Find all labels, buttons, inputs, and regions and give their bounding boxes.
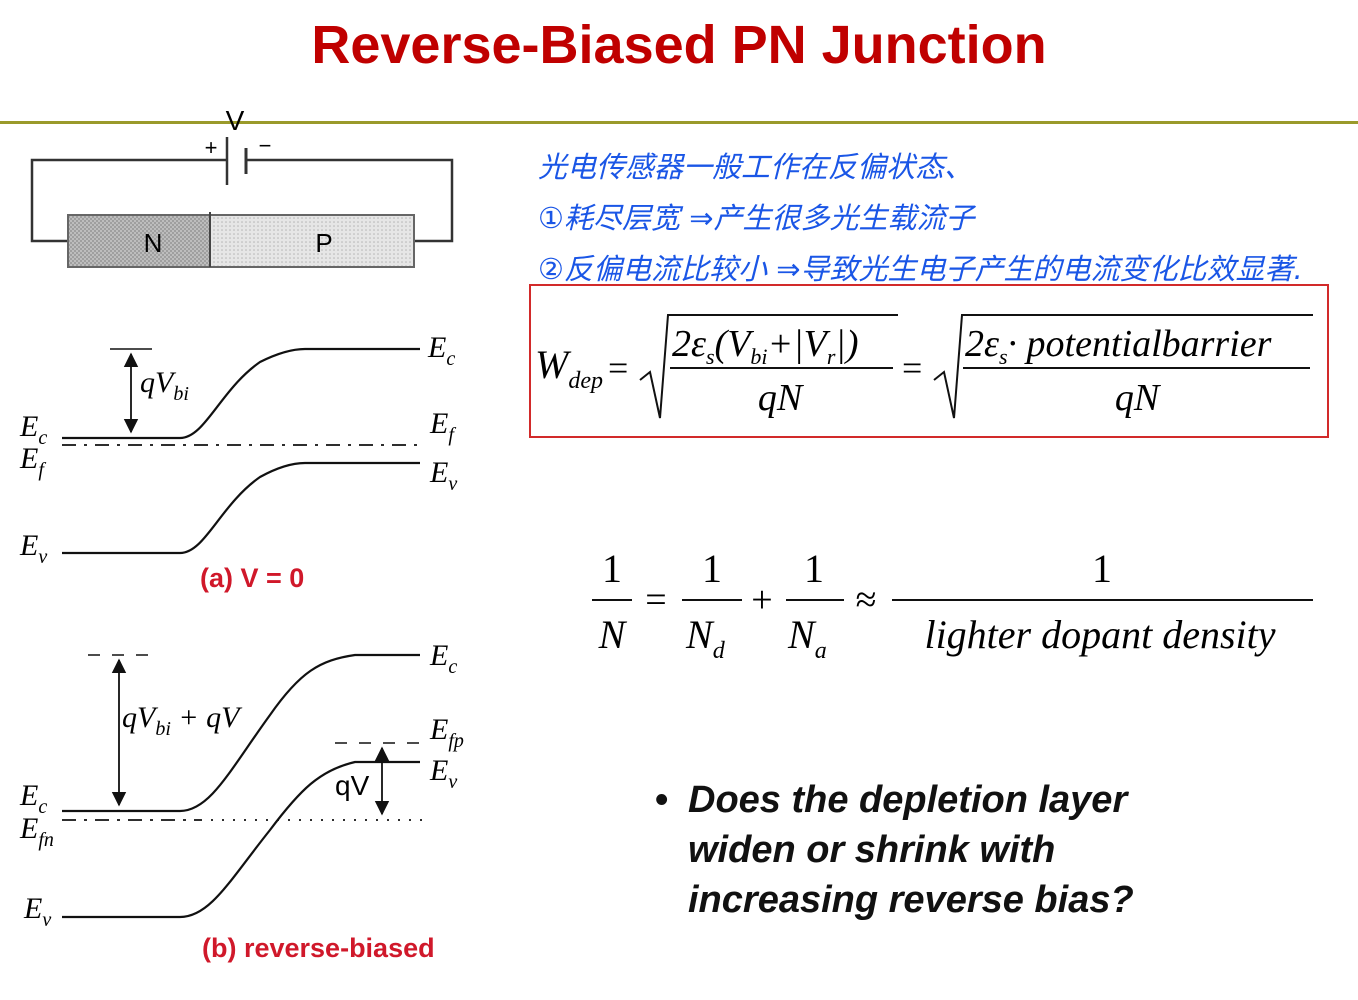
ec-left-label-b: Ec xyxy=(19,779,47,818)
valence-band-a xyxy=(62,461,420,555)
numerator-2: 2εs· potentialbarrier xyxy=(965,323,1272,369)
dopant-formula: 1 N = 1 Nd + 1 Na ≈ 1 lighter dopant den… xyxy=(592,546,1313,664)
n-label: N xyxy=(144,228,163,258)
depletion-width-formula: Wdep = 2εs(Vbi+|Vr|) qN = 2εs· potential… xyxy=(535,314,1313,419)
caption-b: (b) reverse-biased xyxy=(202,933,435,963)
note-line-3: ②反偏电流比较小 ⇒导致光生电子产生的电流变化比效显著. xyxy=(538,252,1303,286)
circuit xyxy=(30,137,454,243)
f2-one-a: 1 xyxy=(602,546,622,591)
f2-one-c: 1 xyxy=(804,546,824,591)
band-diagram-b xyxy=(62,653,430,919)
f2-denominator: lighter dopant density xyxy=(924,612,1275,657)
question-line-2: widen or shrink with xyxy=(688,829,1056,871)
f2-one-b: 1 xyxy=(702,546,722,591)
battery-minus: − xyxy=(259,133,272,158)
voltage-label: V xyxy=(226,105,245,136)
ev-right-label-a: Ev xyxy=(429,456,457,495)
denominator-1: qN xyxy=(758,377,805,419)
title-divider xyxy=(0,121,1358,124)
f2-Na: Na xyxy=(787,612,827,664)
formula-highlight-box xyxy=(529,284,1329,438)
ec-left-label-a: Ec xyxy=(19,410,47,449)
sqrt-sign-2 xyxy=(933,314,1313,419)
numerator-1: 2εs(Vbi+|Vr|) xyxy=(672,323,859,369)
ef-right-label-a: Ef xyxy=(429,407,456,446)
f2-plus: + xyxy=(751,579,772,621)
sqrt-sign-1 xyxy=(639,314,898,419)
ev-left-label-a: Ev xyxy=(19,529,47,568)
question-line-1: Does the depletion layer xyxy=(688,779,1128,821)
efn-left-label-b: Efn xyxy=(19,812,54,851)
f2-one-d: 1 xyxy=(1092,546,1112,591)
band-diagram-a xyxy=(62,347,420,555)
question-bullet: • Does the depletion layer widen or shri… xyxy=(655,775,1134,925)
question-line-3: increasing reverse bias? xyxy=(688,879,1134,921)
f2-Nd: Nd xyxy=(685,612,726,664)
ec-right-label-a: Ec xyxy=(427,331,455,370)
equals-2: = xyxy=(902,348,922,388)
battery-plus: + xyxy=(205,135,218,160)
ev-left-label-b: Ev xyxy=(23,892,51,931)
qv-label-b: qV xyxy=(335,770,370,801)
caption-a: (a) V = 0 xyxy=(200,563,305,593)
equals-1: = xyxy=(608,348,628,388)
p-label: P xyxy=(315,228,332,258)
circuit-wire-right xyxy=(246,158,454,243)
conduction-band-b xyxy=(62,653,420,813)
n-region xyxy=(67,214,211,268)
f2-equals: = xyxy=(645,579,666,621)
qvbi-label-a: qVbi xyxy=(140,366,189,405)
f2-approx: ≈ xyxy=(856,579,877,621)
qv-total-label-b: qVbi + qV xyxy=(122,701,243,740)
f2-N: N xyxy=(598,612,628,657)
note-line-2: ①耗尽层宽 ⇒产生很多光生载流子 xyxy=(538,201,975,235)
conduction-band-a xyxy=(62,347,420,440)
efp-right-label-b: Efp xyxy=(429,713,464,752)
ef-left-label-a: Ef xyxy=(19,442,46,481)
p-region xyxy=(209,214,415,268)
wdep-symbol: Wdep xyxy=(535,342,603,394)
slide-title: Reverse-Biased PN Junction xyxy=(311,15,1047,75)
bullet-icon: • xyxy=(655,779,669,821)
note-line-1: 光电传感器一般工作在反偏状态、 xyxy=(538,150,974,184)
valence-band-b xyxy=(62,760,420,919)
denominator-2: qN xyxy=(1115,377,1162,419)
ev-right-label-b: Ev xyxy=(429,754,457,793)
circuit-wire-left xyxy=(30,158,227,243)
ec-right-label-b: Ec xyxy=(429,639,457,678)
